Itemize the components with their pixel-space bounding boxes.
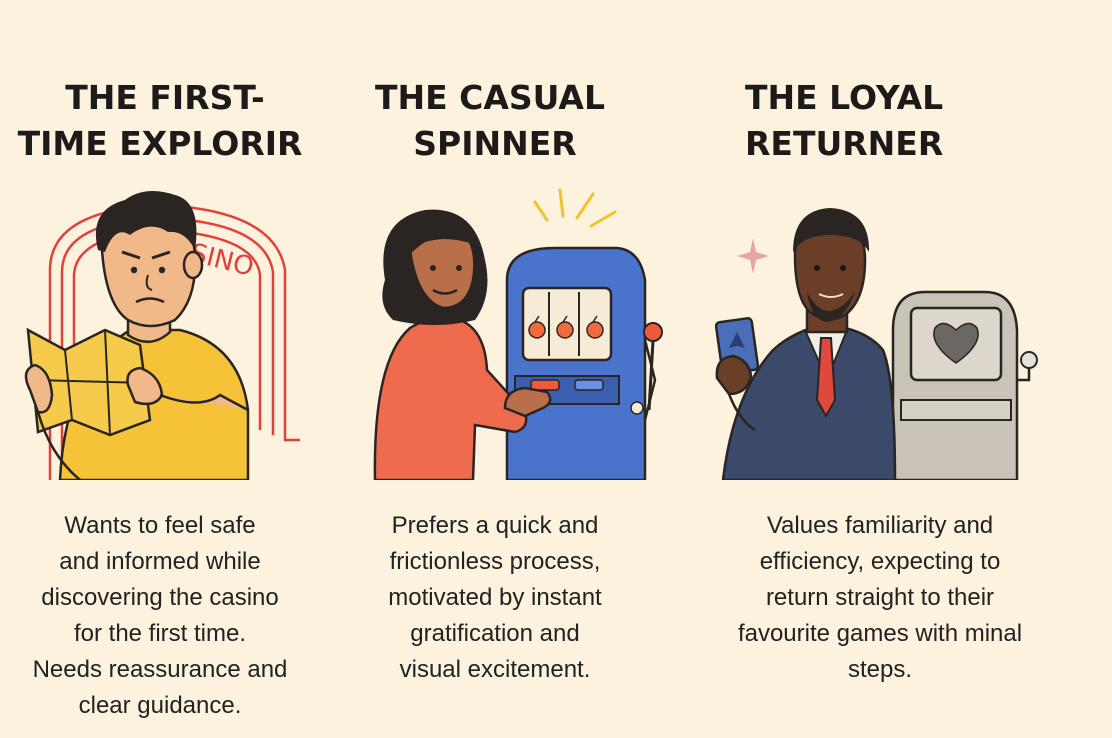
persona-description: Wants to feel safe and informed while di… <box>32 512 288 719</box>
spinner-illustration <box>373 188 663 480</box>
persona-loyal-returner: THE LOYAL RETURNER <box>715 0 1055 738</box>
sparkle-icon <box>533 188 617 228</box>
spinner-shirt <box>373 316 528 480</box>
persona-first-time-explorer: THE FIRST- TIME EXPLORIR SINO <box>10 0 310 738</box>
persona-description: Prefers a quick and frictionless process… <box>388 512 602 683</box>
persona-title: THE LOYAL RETURNER <box>745 78 944 163</box>
persona-title: THE FIRST- TIME EXPLORIR <box>17 78 303 163</box>
returner-illustration <box>715 208 1038 480</box>
explorer-hair <box>95 191 197 252</box>
slot-machine-illustration <box>891 290 1038 480</box>
persona-description: Values familiarity and efficiency, expec… <box>737 512 1023 683</box>
slot-machine-illustration <box>505 246 663 480</box>
persona-casual-spinner: THE CASUAL SPINNER <box>355 0 663 738</box>
persona-title: THE CASUAL SPINNER <box>374 78 606 163</box>
explorer-illustration: SINO <box>24 191 300 480</box>
heart-icon <box>933 322 979 364</box>
folded-map-illustration <box>26 327 152 437</box>
sparkle-icon <box>737 238 769 274</box>
